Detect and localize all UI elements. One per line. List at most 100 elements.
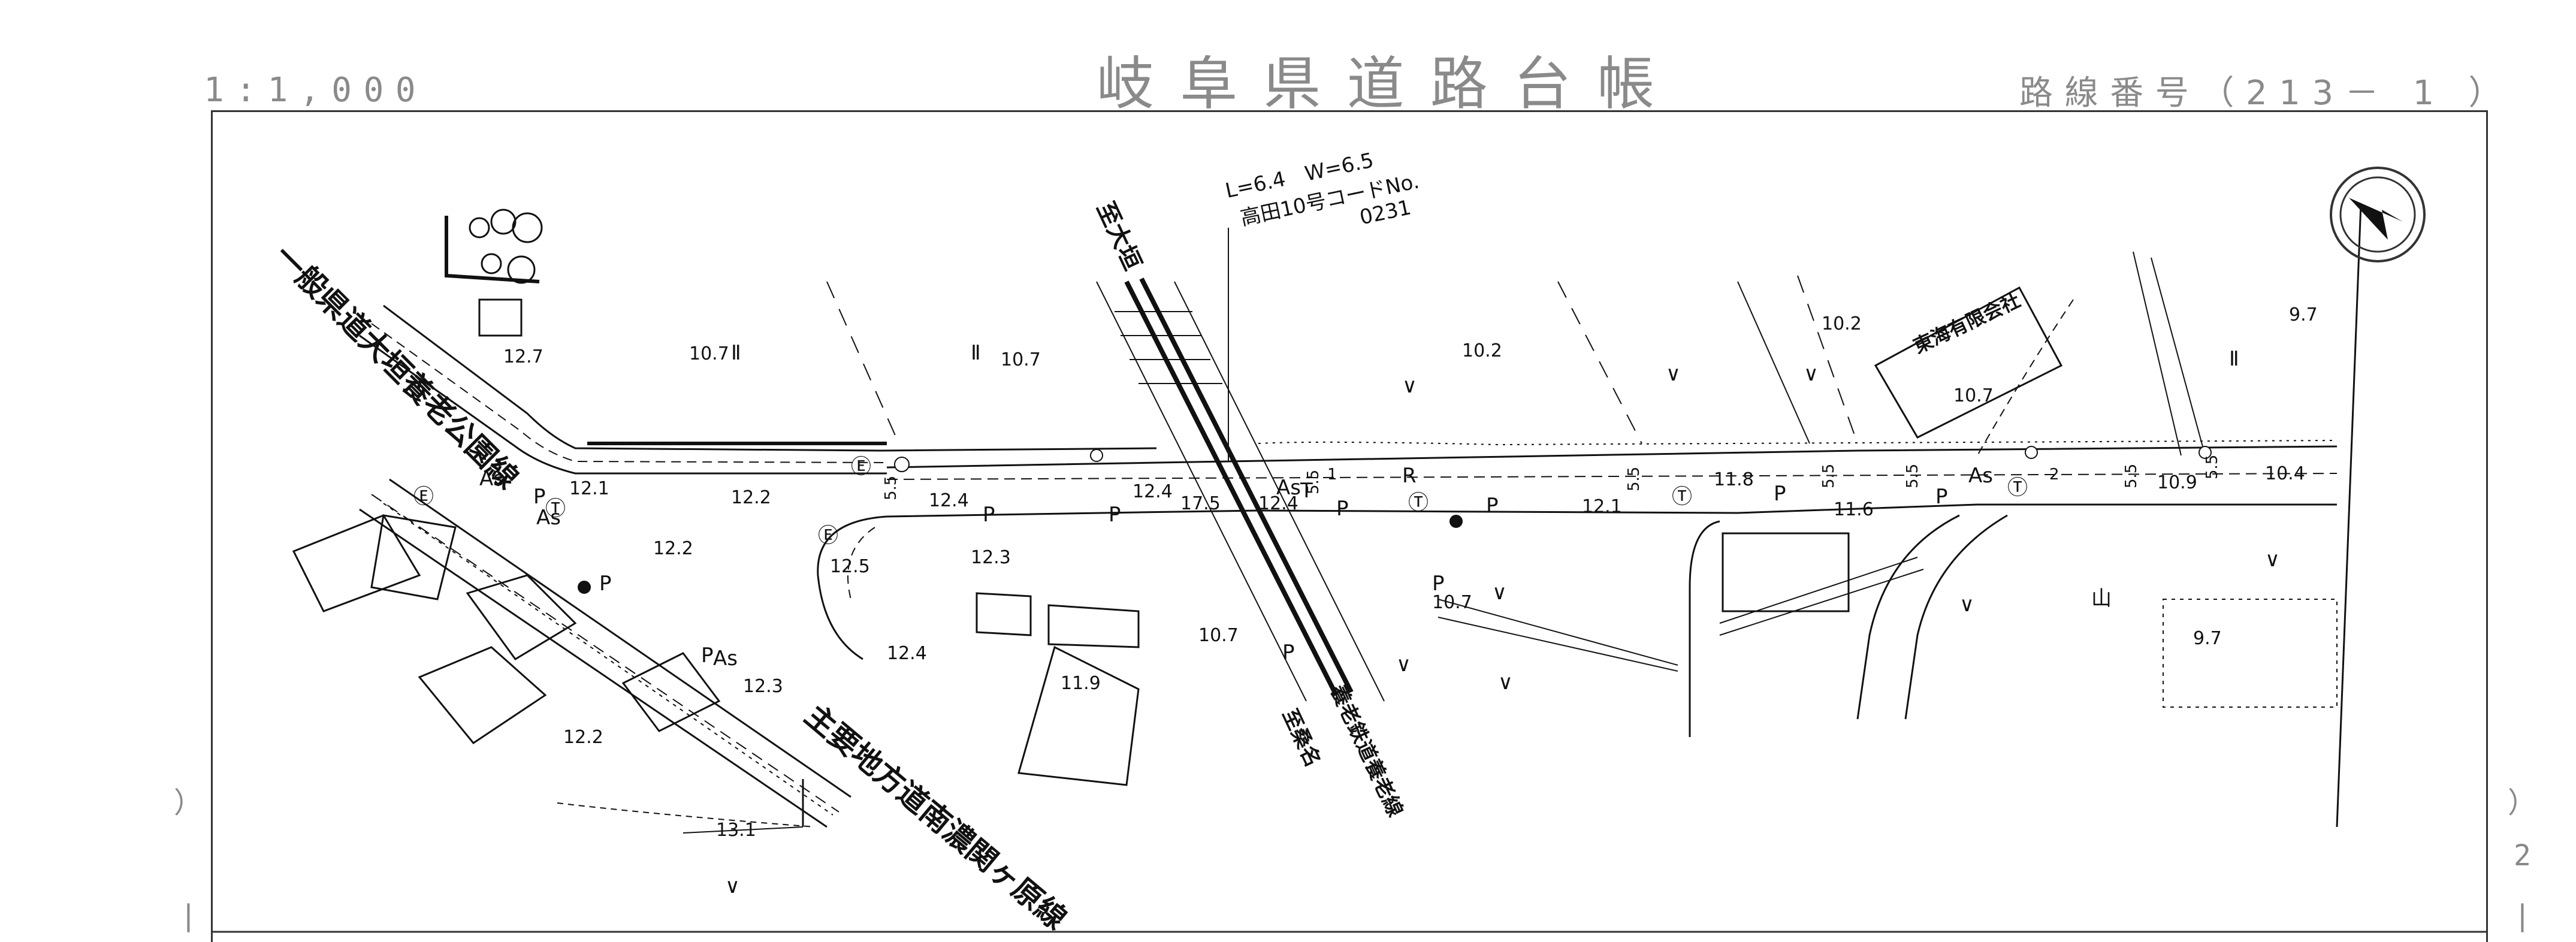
pole-mark: P <box>983 503 995 527</box>
mountain-mark: 山 <box>2091 587 2112 611</box>
elevation-point: 9.7 <box>2193 628 2222 649</box>
asphalt-mark: As <box>1276 476 1301 500</box>
prefectural-road <box>359 216 1157 475</box>
dry-field-mark: ∨ <box>1959 593 1974 617</box>
elevation-point: 10.2 <box>1462 340 1502 361</box>
dry-field-mark: ∨ <box>1804 362 1819 386</box>
east-area <box>1689 203 2362 828</box>
dry-field-mark: ∨ <box>1402 374 1417 398</box>
trees <box>469 209 543 284</box>
road-width: 5.5 <box>882 476 900 500</box>
asphalt-mark: As <box>1968 464 1993 488</box>
surface-marks: As As As As As P P P P P P P P P P P Ⓣ Ⓣ… <box>413 341 2280 898</box>
elevation-point: 17.5 <box>1180 493 1221 514</box>
route-number: 路線番号（213－ 1 ） <box>2019 74 2514 113</box>
asphalt-mark: As <box>536 506 561 530</box>
dry-field-mark: ∨ <box>725 874 740 898</box>
road-width: 2 <box>2049 466 2059 484</box>
left-margin-mark: ） <box>174 786 203 820</box>
pole-mark: P <box>701 644 714 668</box>
electric-mark: Ⓔ <box>818 524 838 548</box>
utility-symbols <box>578 446 2212 594</box>
main-road-name: 主要地方道南濃関ヶ原線 <box>798 698 1073 937</box>
bottom-margin-mark-right: | <box>2514 899 2531 932</box>
right-margin-mark: ） <box>2508 786 2537 820</box>
elevation-point: 12.1 <box>1582 496 1622 517</box>
road-width: 5.5 <box>2203 455 2221 479</box>
rice-field-mark: Ⅱ <box>971 341 981 365</box>
elevation-point: 10.7 <box>1953 385 1994 406</box>
elevation-point: 12.2 <box>563 727 603 748</box>
elevation-point: 12.5 <box>830 556 870 577</box>
telecom-mark: Ⓣ <box>1672 485 1692 509</box>
pole-mark: P <box>1935 485 1948 509</box>
pole-mark: P <box>533 485 546 509</box>
road-width: 5.5 <box>1304 470 1322 494</box>
road-width: 5.5 <box>2122 464 2140 488</box>
dry-field-mark: ∨ <box>1666 362 1681 386</box>
elevation-point: 10.4 <box>2265 463 2305 484</box>
road-misc-mark: T <box>1300 479 1313 503</box>
elevation-point: 10.7 <box>1432 592 1472 613</box>
plot-lines <box>826 275 2063 672</box>
elevation-point: 12.1 <box>569 478 609 499</box>
dry-field-mark: ∨ <box>1498 671 1513 695</box>
electric-mark: Ⓔ <box>413 485 434 509</box>
pole-mark: P <box>1486 494 1499 518</box>
road-width: 5.5 <box>1904 464 1922 488</box>
pole-mark: P <box>599 572 612 596</box>
road-width: 1 <box>1327 466 1337 484</box>
pole-mark: P <box>1774 482 1786 506</box>
north-arrow-icon <box>2330 167 2426 262</box>
direction-to-ogaki: 至大垣 <box>1091 198 1146 274</box>
elevation-point: 9.7 <box>2289 304 2318 325</box>
bridge-label: L=6.4 W=6.5 高田10号コードNo. 0231 <box>1223 149 1421 231</box>
telecom-mark: Ⓣ <box>1408 491 1429 515</box>
pole-mark: P <box>1432 572 1445 596</box>
pole-mark: P <box>1282 641 1295 665</box>
right-margin-number: 2 <box>2514 839 2531 872</box>
pole-mark: P <box>1336 497 1349 521</box>
elevation-point: 10.2 <box>1822 313 1862 334</box>
elevation-point: 13.1 <box>716 820 756 841</box>
elevation-point: 12.4 <box>1133 481 1173 502</box>
asphalt-mark: As <box>713 647 738 671</box>
road-misc-mark: R <box>1402 464 1417 488</box>
elevation-point: 12.3 <box>971 547 1011 568</box>
map-frame <box>211 110 2488 942</box>
elevation-point: 12.4 <box>887 643 927 664</box>
elevation-point: 11.9 <box>1061 673 1101 694</box>
elevation-point: 12.3 <box>743 676 783 697</box>
elevation-point: 11.8 <box>1714 469 1754 490</box>
pole-mark: P <box>1109 503 1121 527</box>
road-width: 5.5 <box>1820 464 1838 488</box>
telecom-mark: Ⓣ <box>2007 476 2028 500</box>
page-title: 岐阜県道路台帳 <box>1097 50 1681 117</box>
bottom-margin-mark-left: | <box>180 899 197 932</box>
elevation-point: 10.7 <box>689 343 729 364</box>
telecom-mark: Ⓣ <box>545 497 566 521</box>
elevation-point: 12.2 <box>653 538 693 559</box>
road-width: 5.5 <box>1625 467 1643 491</box>
buildings <box>292 298 1140 786</box>
dry-field-mark: ∨ <box>2265 548 2280 572</box>
main-local-road <box>359 478 851 834</box>
electric-mark: Ⓔ <box>851 455 871 479</box>
map-scale: 1:1,000 <box>204 71 428 110</box>
main-road <box>817 440 2338 660</box>
elevation-point: 10.7 <box>1198 625 1239 646</box>
dry-field-mark: ∨ <box>1396 653 1411 677</box>
road-width-marks: 5.5 5.5 5.5 5.5 5.5 5.5 5.5 2 1 <box>882 455 2221 500</box>
dry-field-mark: ∨ <box>1492 581 1507 605</box>
elevation-point: 10.7 <box>1001 349 1041 370</box>
elevation-labels: 12.7 10.7 10.7 10.2 10.2 9.7 12.1 12.2 1… <box>503 304 2318 841</box>
rice-field-mark: Ⅱ <box>731 341 741 365</box>
elevation-point: 12.4 <box>1258 493 1298 514</box>
rice-field-mark: Ⅱ <box>2229 347 2239 371</box>
railway <box>1096 228 1385 702</box>
direction-to-kuwana: 至桑名 <box>1278 705 1325 771</box>
elevation-point: 12.4 <box>929 490 969 511</box>
elevation-point: 12.7 <box>503 346 543 367</box>
elevation-point: 11.6 <box>1834 499 1874 520</box>
